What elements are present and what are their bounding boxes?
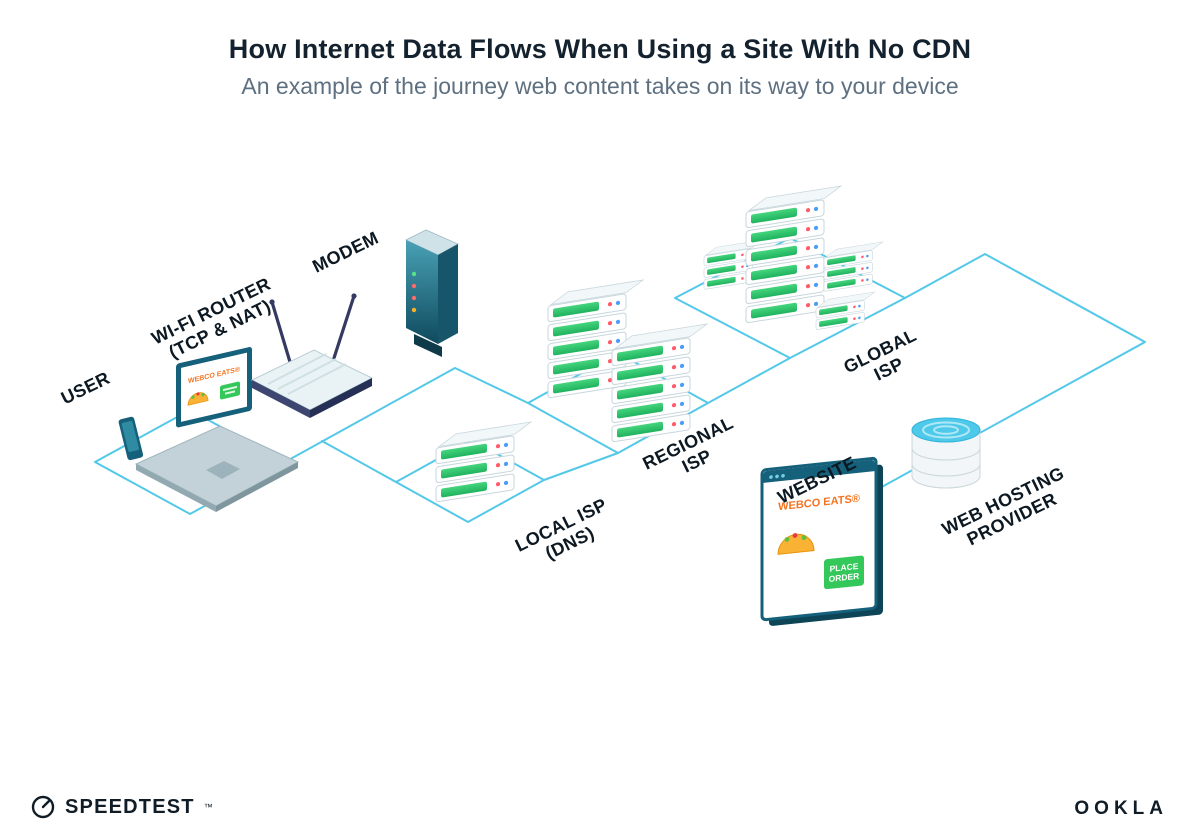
ookla-logo: OOKLA — [1074, 798, 1168, 820]
regional-to-global-line — [707, 357, 791, 404]
branch-to-local-isp-line — [321, 440, 397, 483]
speedtest-gauge-icon — [31, 795, 55, 819]
global-to-hosting-to-website-line — [868, 253, 1146, 495]
page-header: How Internet Data Flows When Using a Sit… — [0, 34, 1200, 100]
server-stack-global-isp-small-right2-icon — [815, 291, 876, 331]
server-stack-local-isp-icon — [435, 421, 532, 503]
server-stack-regional-isp-right-icon — [611, 323, 708, 443]
diagram-title: How Internet Data Flows When Using a Sit… — [228, 34, 972, 64]
laptop-icon: WEBCO EATS® — [118, 347, 300, 512]
speedtest-wordmark: SPEEDTEST — [65, 795, 195, 818]
local-to-regional-line — [543, 452, 619, 481]
speedtest-trademark: ™ — [203, 802, 213, 812]
ookla-wordmark: OOKLA — [1074, 798, 1168, 819]
user-to-modem-line — [284, 367, 529, 463]
order-button-line1: PLACE — [830, 561, 859, 574]
modem-icon — [405, 229, 459, 357]
speedtest-logo: SPEEDTEST ™ — [30, 794, 213, 820]
server-stack-global-isp-small-right-icon — [823, 241, 884, 292]
order-button-line2: ORDER — [829, 571, 860, 584]
phone-icon — [118, 416, 144, 461]
diagram-subtitle: An example of the journey web content ta… — [241, 73, 959, 99]
wifi-router-icon — [250, 293, 374, 418]
website-window-icon: WEBCO EATS® PLACE ORDER — [760, 456, 883, 626]
database-icon — [911, 417, 981, 489]
